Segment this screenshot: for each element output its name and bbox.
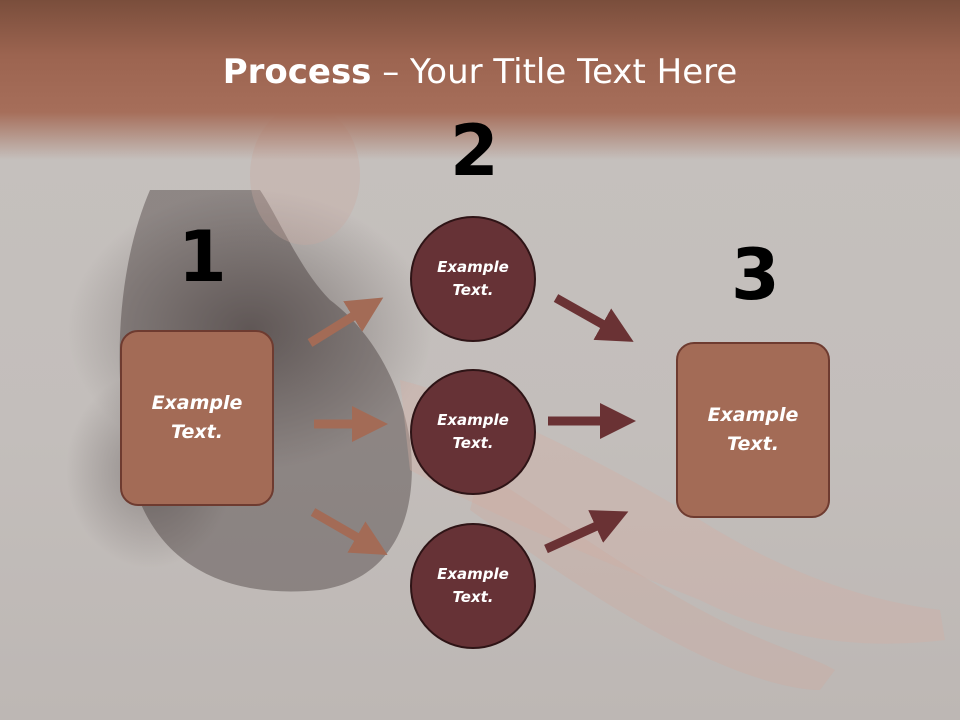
arrow-left-to-bottom [310,508,388,555]
circle-step-2-middle[interactable]: Example Text. [410,369,536,495]
circle-middle-text: Example Text. [423,409,523,455]
arrow-bottom-to-right [544,510,629,554]
title-band [0,0,960,160]
circle-top-text: Example Text. [423,256,523,302]
box-step-3[interactable]: Example Text. [676,342,830,518]
step-number-2: 2 [450,110,499,192]
step-number-1: 1 [178,216,227,298]
circle-bottom-line1: Example [437,565,509,583]
circle-step-2-bottom[interactable]: Example Text. [410,523,536,649]
circle-bottom-line2: Text. [452,588,494,606]
figure-leg-lower [470,470,835,690]
box-step-1-line2: Text. [171,421,223,443]
arrow-top-to-right [553,294,634,342]
circle-middle-line1: Example [437,411,509,429]
box-step-1-text: Example Text. [137,389,257,447]
box-step-1-line1: Example [151,392,243,414]
circle-top-line1: Example [437,258,509,276]
arrow-left-to-top [307,297,384,347]
step-number-3: 3 [731,234,780,316]
box-step-3-line1: Example [707,404,799,426]
circle-bottom-text: Example Text. [423,563,523,609]
title-bold: Process [222,52,372,92]
circle-step-2-top[interactable]: Example Text. [410,216,536,342]
circle-top-line2: Text. [452,281,494,299]
box-step-3-text: Example Text. [693,401,813,459]
figure-legs [400,380,945,644]
box-step-1[interactable]: Example Text. [120,330,274,506]
title-rest: – Your Title Text Here [371,52,738,92]
slide-title: Process – Your Title Text Here [0,52,960,92]
circle-middle-line2: Text. [452,434,494,452]
box-step-3-line2: Text. [727,433,779,455]
